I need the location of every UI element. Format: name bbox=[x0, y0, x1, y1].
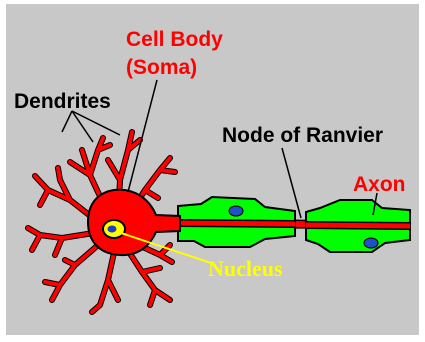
dendrites-label: Dendrites bbox=[14, 90, 111, 113]
cell-body-label: Cell Body bbox=[126, 28, 223, 51]
schwann-cell-nucleus-2 bbox=[364, 238, 378, 248]
schwann-cell-nucleus-1 bbox=[229, 206, 243, 216]
axon-label: Axon bbox=[353, 173, 406, 196]
background-panel bbox=[6, 4, 419, 335]
node-of-ranvier-label: Node of Ranvier bbox=[222, 124, 383, 147]
nucleus-label: Nucleus bbox=[208, 256, 283, 281]
soma-label: (Soma) bbox=[126, 56, 197, 79]
nucleolus bbox=[108, 226, 117, 233]
